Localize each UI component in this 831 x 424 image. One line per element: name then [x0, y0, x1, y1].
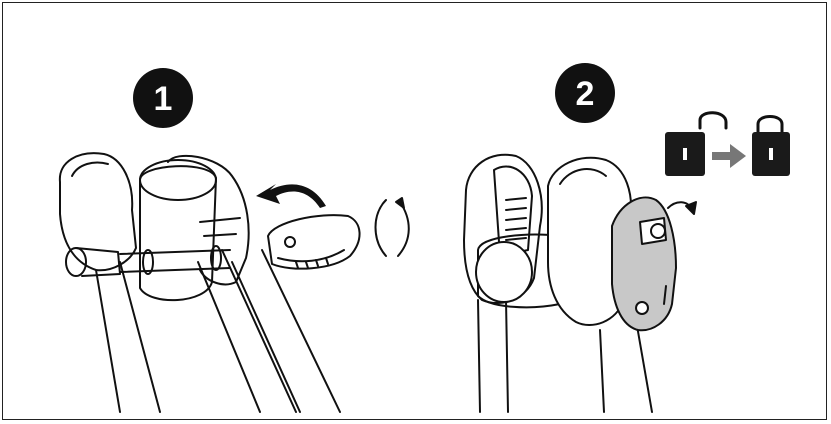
step-2-badge: 2 — [555, 63, 615, 123]
step-1-number: 1 — [154, 80, 173, 118]
step-2-number: 2 — [576, 75, 595, 113]
padlock-closed-icon — [752, 117, 790, 177]
twist-icon — [376, 198, 409, 256]
step-1-illustration — [60, 153, 360, 412]
step-1-badge: 1 — [133, 68, 193, 128]
rotate-arrow-icon — [256, 184, 326, 208]
lock-plate — [612, 198, 676, 331]
key-turn-icon — [668, 202, 696, 214]
padlock-open-icon — [665, 113, 726, 176]
transition-arrow-icon — [712, 144, 746, 168]
